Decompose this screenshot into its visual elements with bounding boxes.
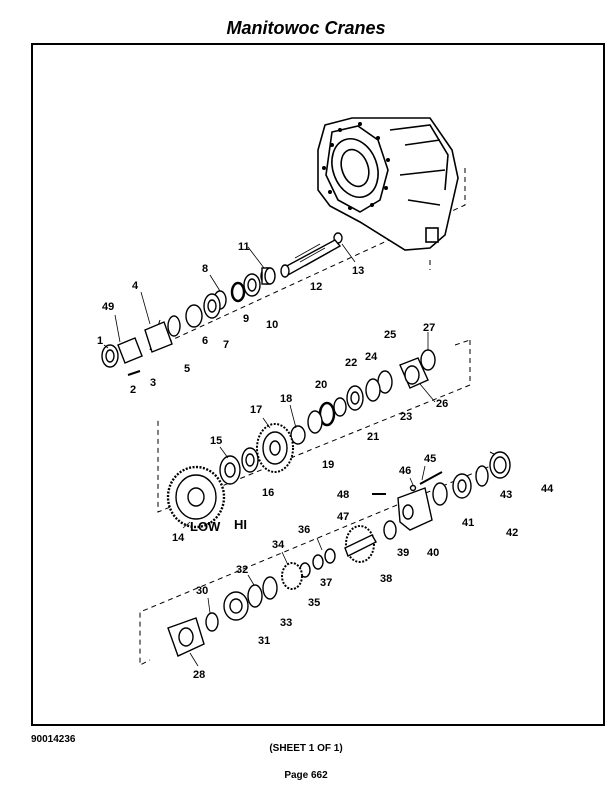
- callout-36: 36: [298, 524, 310, 536]
- callout-47: 47: [337, 511, 349, 523]
- sheet-indicator: (SHEET 1 OF 1): [269, 743, 343, 754]
- callout-42: 42: [506, 527, 518, 539]
- callout-13: 13: [352, 265, 364, 277]
- callout-28: 28: [193, 669, 205, 681]
- dashed-assembly-lines: [139, 168, 506, 666]
- transmission-housing: [317, 117, 459, 251]
- drawing-number: 90014236: [31, 734, 76, 745]
- page-number: Page 662: [284, 770, 328, 781]
- callout-18: 18: [280, 393, 292, 405]
- countershaft-gear-group: [166, 349, 436, 529]
- callout-6: 6: [202, 335, 208, 347]
- callout-33: 33: [280, 617, 292, 629]
- callout-30: 30: [196, 585, 208, 597]
- callout-12: 12: [310, 281, 322, 293]
- callout-24: 24: [365, 351, 378, 363]
- callout-32: 32: [236, 564, 248, 576]
- callout-37: 37: [320, 577, 332, 589]
- callout-49: 49: [102, 301, 114, 313]
- callout-23: 23: [400, 411, 412, 423]
- callout-15: 15: [210, 435, 222, 447]
- callout-10: 10: [266, 319, 278, 331]
- callout-5: 5: [184, 363, 190, 375]
- callout-46: 46: [399, 465, 411, 477]
- callout-35: 35: [308, 597, 320, 609]
- housing-bolt-holes: [322, 122, 390, 210]
- callout-7: 7: [223, 339, 229, 351]
- callout-19: 19: [322, 459, 334, 471]
- callout-3: 3: [150, 377, 156, 389]
- callout-labels: 1 2 3 4 5 6 7 8 9 10 11 12 13 14 15 16 1…: [97, 241, 554, 681]
- page-title: Manitowoc Cranes: [226, 18, 386, 38]
- callout-41: 41: [462, 517, 474, 529]
- high-range-label: HI: [234, 517, 247, 532]
- callout-21: 21: [367, 431, 379, 443]
- callout-31: 31: [258, 635, 270, 647]
- callout-9: 9: [243, 313, 249, 325]
- callout-4: 4: [132, 280, 139, 292]
- callout-17: 17: [250, 404, 262, 416]
- callout-38: 38: [380, 573, 392, 585]
- callout-20: 20: [315, 379, 327, 391]
- callout-16: 16: [262, 487, 274, 499]
- callout-8: 8: [202, 263, 208, 275]
- callout-45: 45: [424, 453, 436, 465]
- exploded-parts-diagram: 1 2 3 4 5 6 7 8 9 10 11 12 13 14 15 16 1…: [97, 117, 554, 681]
- leader-lines: [103, 243, 436, 667]
- callout-40: 40: [427, 547, 439, 559]
- callout-34: 34: [272, 539, 285, 551]
- input-shaft-group: [101, 232, 343, 376]
- output-yoke-group: [167, 451, 511, 657]
- callout-25: 25: [384, 329, 396, 341]
- diagram-frame: [31, 43, 605, 726]
- callout-27: 27: [423, 322, 435, 334]
- callout-22: 22: [345, 357, 357, 369]
- callout-39: 39: [397, 547, 409, 559]
- low-range-label: LOW: [190, 519, 221, 534]
- callout-43: 43: [500, 489, 512, 501]
- callout-44: 44: [541, 483, 554, 495]
- callout-26: 26: [436, 398, 448, 410]
- callout-1: 1: [97, 335, 103, 347]
- callout-14: 14: [172, 532, 185, 544]
- callout-2: 2: [130, 384, 136, 396]
- callout-11: 11: [238, 241, 250, 253]
- callout-48: 48: [337, 489, 349, 501]
